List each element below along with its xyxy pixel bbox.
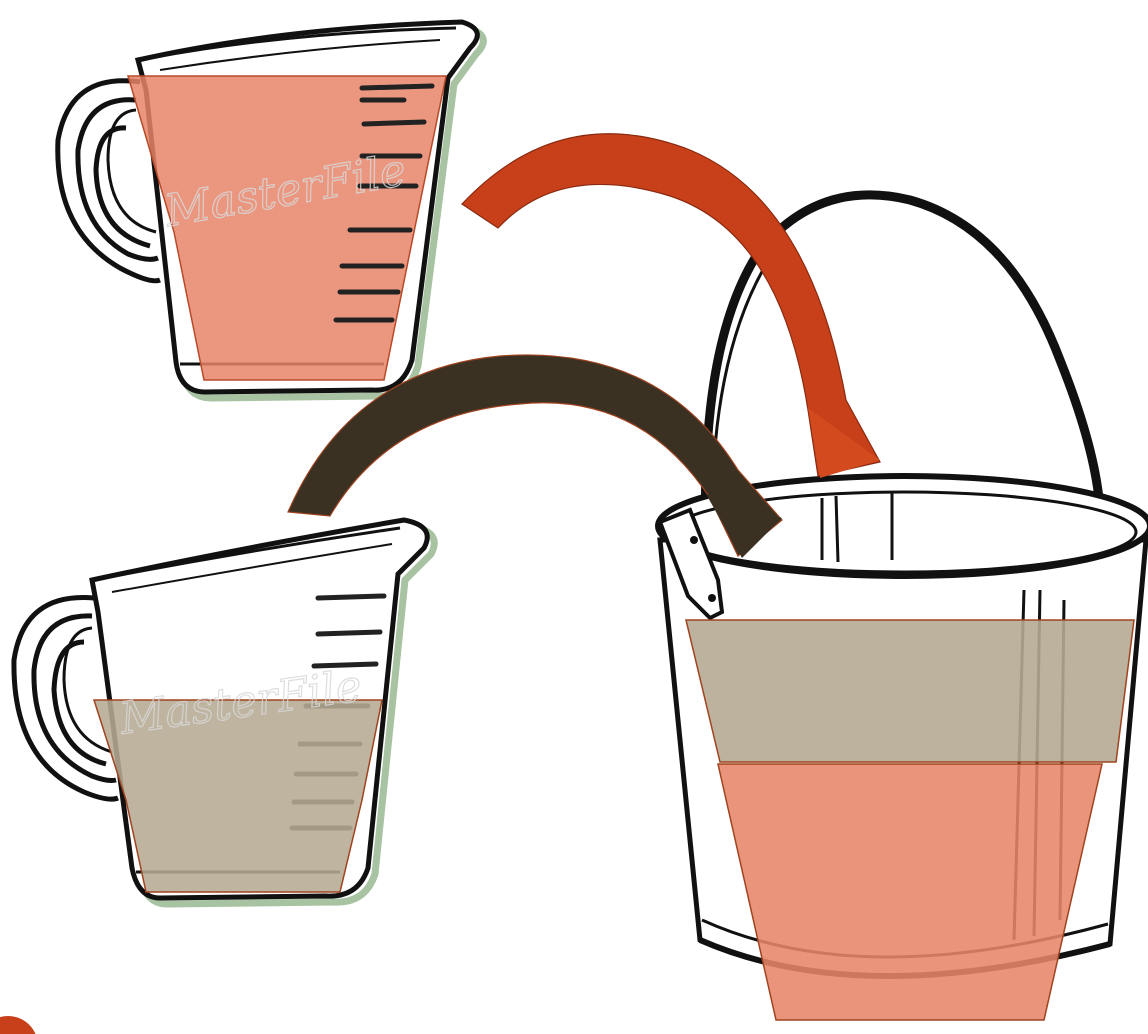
measuring-cup-bottom: MasterFile: [14, 520, 434, 904]
bucket: [658, 195, 1148, 1020]
corner-marker: [0, 1016, 38, 1034]
bucket-liquid-orange: [718, 764, 1102, 1020]
measuring-cup-top: MasterFile: [58, 22, 484, 398]
bucket-liquid-taupe: [686, 620, 1134, 762]
